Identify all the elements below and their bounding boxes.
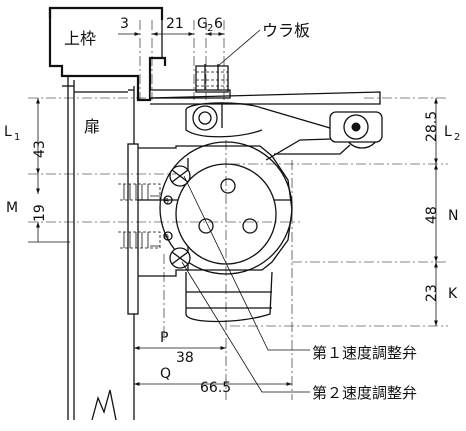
back-plate [149,64,231,99]
svg-text:θ: θ [164,197,169,206]
dim-m-letter: M [6,200,18,216]
dim-66-5: 66.5 [200,380,231,396]
arm-assembly [149,91,383,161]
label-back-plate: ウラ板 [262,21,310,40]
dim-l1-sub: 1 [14,132,20,143]
mounting-screws [118,183,161,249]
left-dimensions: L 1 43 M 19 [4,98,70,243]
svg-text:θ: θ [164,233,169,242]
dim-19: 19 [32,204,48,222]
dim-k-letter: K [448,286,458,302]
bottom-dimensions: P 38 Q 66.5 [134,330,292,396]
dim-38: 38 [176,350,194,366]
dim-3: 3 [120,16,129,32]
closer-body [127,141,293,323]
top-dimensions: 3 21 G 2 6 [118,16,224,36]
dim-q-letter: Q [160,366,171,382]
dim-21: 21 [166,16,184,32]
dim-28-5: 28.5 [424,111,440,142]
center-lines [28,20,448,400]
dim-n-letter: N [448,208,458,224]
dim-g2-letter: G [197,16,208,32]
dim-l2-sub: 2 [454,132,460,143]
label-valve-1: 第１速度調整弁 [312,344,417,362]
dim-48: 48 [424,206,440,224]
label-valve-2: 第２速度調整弁 [312,384,417,402]
part-labels: 上枠 扉 ウラ板 第１速度調整弁 第２速度調整弁 [64,21,417,402]
valve-2-screw: θ [163,231,191,269]
label-door: 扉 [84,117,100,136]
valve-1-screw: θ [163,165,191,206]
upper-frame [48,6,167,102]
dim-6: 6 [214,16,223,32]
right-dimensions: 28.5 L 2 48 N 23 K [424,98,460,326]
dim-p-letter: P [160,330,168,346]
dim-23: 23 [424,284,440,302]
label-upper-frame: 上枠 [64,29,96,48]
dim-43: 43 [32,140,48,158]
dim-l1-letter: L [4,124,12,140]
dim-l2-letter: L [444,124,452,140]
dim-g2-sub: 2 [207,23,213,34]
